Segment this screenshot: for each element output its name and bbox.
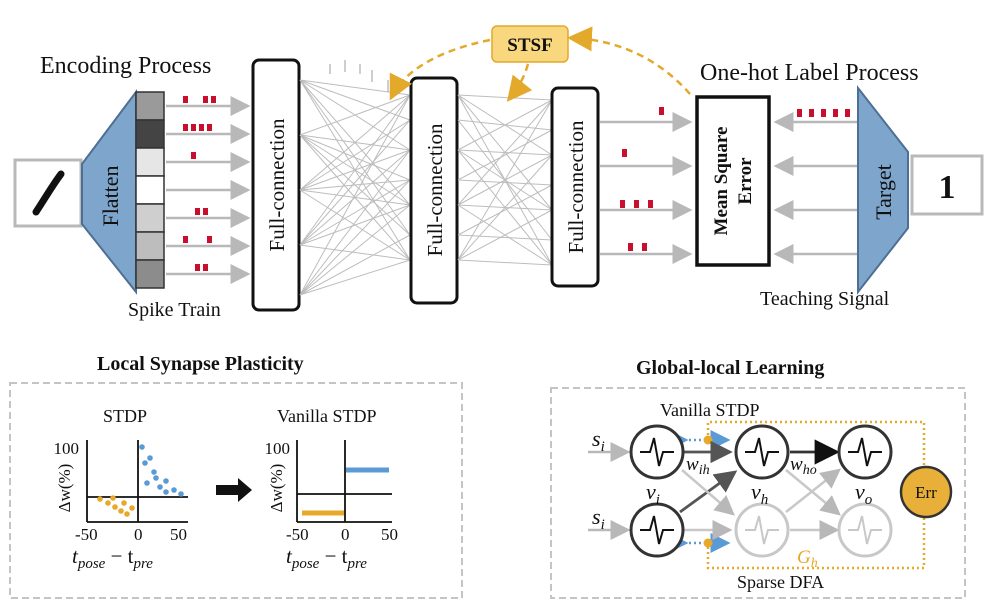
- flatten-label: Flatten: [98, 165, 123, 226]
- who-label: who: [790, 454, 817, 478]
- stsf-block: STSF: [491, 25, 569, 63]
- gl-connections-light: [681, 468, 841, 540]
- output-digit: 1: [939, 169, 956, 206]
- err-node: Err: [899, 465, 953, 519]
- neuron-vi-bottom: [629, 502, 685, 558]
- flatten-block: Flatten: [81, 89, 137, 295]
- neuron-vh-bottom: [734, 502, 790, 558]
- dfa-node-bottom: [703, 538, 713, 548]
- output-digit-box: 1: [910, 154, 984, 216]
- layer1-label: Full-connection: [265, 118, 289, 251]
- si-label-bottom: si: [592, 504, 605, 533]
- stdp-xlabel: tpose − tpre: [72, 544, 153, 572]
- vanilla-stdp-title: Vanilla STDP: [277, 406, 377, 426]
- mse-label-line2: Error: [735, 157, 756, 205]
- global-local-title: Global-local Learning: [636, 357, 824, 379]
- vanilla-xtick-50: 50: [381, 525, 398, 544]
- stdp-points-positive: [139, 444, 184, 497]
- mesh-1-ticks: [329, 60, 389, 92]
- stsf-dashed-arrows: [389, 26, 691, 102]
- local-plasticity-frame: [9, 382, 463, 599]
- sparse-dfa-label: Sparse DFA: [737, 572, 824, 592]
- neuron-vo-bottom: [837, 502, 893, 558]
- spike-train-label: Spike Train: [128, 299, 221, 321]
- vo-label: vo: [855, 479, 873, 508]
- input-spikes: [183, 96, 216, 271]
- label-process-title: One-hot Label Process: [700, 60, 919, 86]
- teaching-spikes: [797, 109, 850, 117]
- target-label: Target: [871, 164, 896, 219]
- stdp-xtick-neg50: -50: [75, 525, 98, 544]
- encoding-arrows: [166, 96, 251, 284]
- teaching-signal-label: Teaching Signal: [760, 288, 890, 310]
- gl-vanilla-stdp-label: Vanilla STDP: [660, 400, 760, 420]
- err-label: Err: [915, 483, 937, 502]
- stsf-label: STSF: [507, 35, 552, 56]
- neuron-vi-top: [629, 424, 685, 480]
- mesh-1: [299, 79, 411, 296]
- vi-label: vi: [646, 479, 660, 508]
- wih-label: wih: [686, 454, 710, 478]
- layer2-label: Full-connection: [423, 123, 447, 256]
- output-arrows: [600, 112, 693, 264]
- stdp-points-negative: [97, 495, 135, 517]
- global-local-frame: [550, 387, 966, 599]
- vanilla-xtick-neg50: -50: [286, 525, 309, 544]
- vanilla-stdp-plot: [296, 440, 392, 523]
- stdp-plot: [86, 440, 188, 523]
- mse-block: Mean Square Error: [695, 95, 771, 267]
- stdp-ylabel: Δw(%): [55, 464, 74, 513]
- plasticity-arrow: [216, 478, 252, 502]
- full-connection-1: Full-connection: [251, 58, 301, 312]
- dfa-node-top: [703, 435, 713, 445]
- mesh-2: [457, 94, 553, 266]
- stdp-xtick-50: 50: [170, 525, 187, 544]
- stdp-xtick-0: 0: [134, 525, 143, 544]
- layer3-label: Full-connection: [564, 120, 588, 253]
- local-plasticity-title: Local Synapse Plasticity: [97, 353, 304, 375]
- vanilla-xtick-0: 0: [341, 525, 350, 544]
- neuron-vo: [837, 424, 893, 480]
- mse-label-line1: Mean Square: [711, 127, 732, 236]
- si-label-top: si: [592, 426, 605, 455]
- vanilla-xlabel: tpose − tpre: [286, 544, 367, 572]
- full-connection-2: Full-connection: [409, 76, 459, 305]
- teaching-arrows: [773, 112, 858, 264]
- vanilla-ytick-100: 100: [265, 439, 291, 458]
- pixel-column: [135, 91, 165, 289]
- input-image: [13, 158, 83, 228]
- target-block: Target: [857, 85, 909, 295]
- stdp-ytick-100: 100: [54, 439, 80, 458]
- stdp-title: STDP: [103, 406, 147, 426]
- full-connection-3: Full-connection: [550, 86, 600, 288]
- neuron-vh: [734, 424, 790, 480]
- gh-label: Gh: [797, 547, 818, 571]
- vh-label: vh: [751, 479, 768, 508]
- output-spikes: [620, 107, 664, 251]
- vanilla-ylabel: Δw(%): [267, 464, 286, 513]
- encoding-title: Encoding Process: [40, 53, 211, 79]
